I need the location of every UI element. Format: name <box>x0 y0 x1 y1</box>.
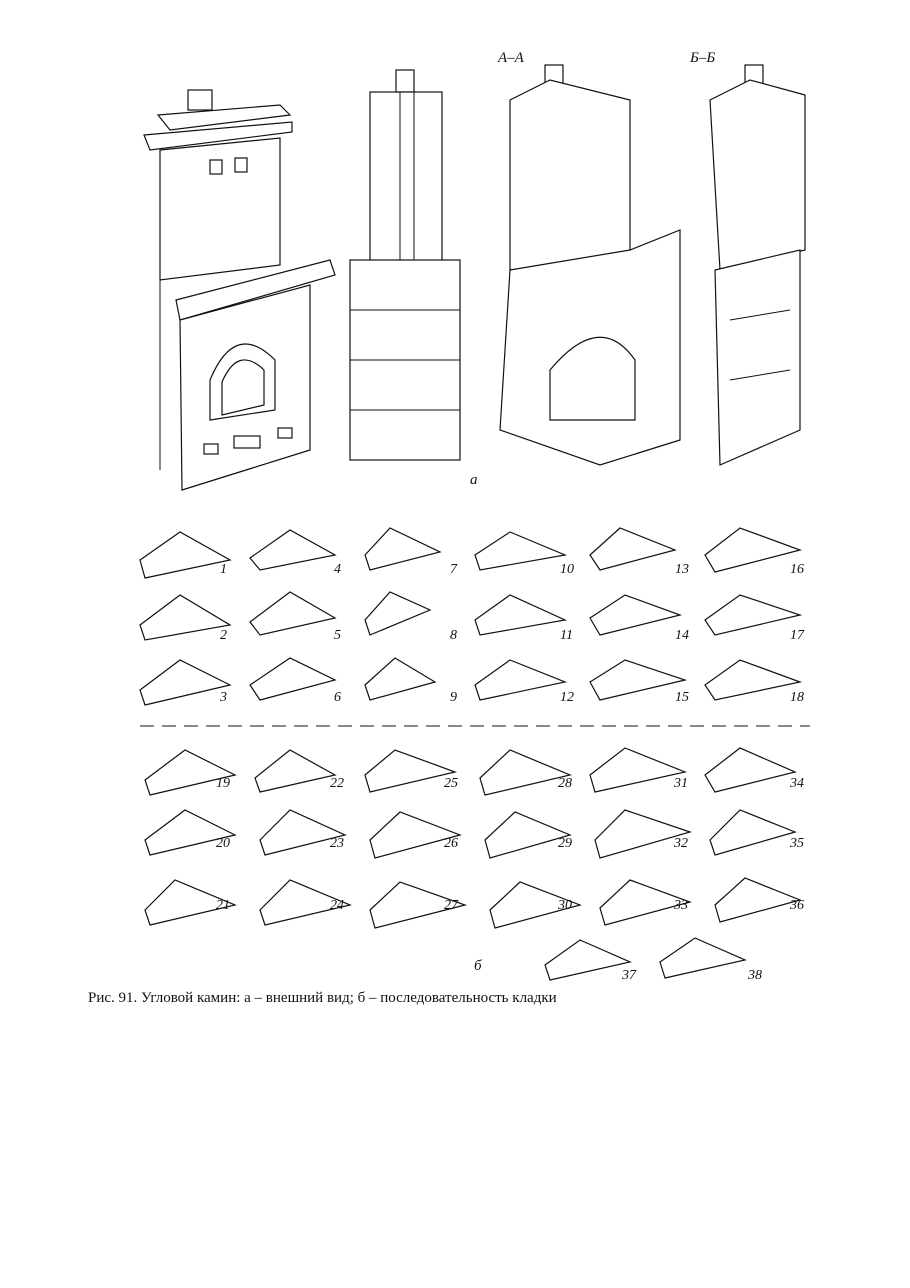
course-number: 2 <box>220 628 227 643</box>
course-number: 35 <box>790 836 804 851</box>
course-number: 17 <box>790 628 804 643</box>
course-number: 4 <box>334 562 341 577</box>
course-number: 33 <box>674 898 688 913</box>
course-number: 25 <box>444 776 458 791</box>
course-number: 7 <box>450 562 457 577</box>
course-number: 13 <box>675 562 689 577</box>
part-b-label: б <box>474 958 482 974</box>
course-number: 15 <box>675 690 689 705</box>
course-number: 23 <box>330 836 344 851</box>
course-number: 9 <box>450 690 457 705</box>
course-number: 1 <box>220 562 227 577</box>
course-number: 26 <box>444 836 458 851</box>
course-number: 10 <box>560 562 574 577</box>
fireplace-figure: А–А Б–Б а <box>130 40 820 990</box>
section-aa-drawing <box>499 64 681 466</box>
course-number: 21 <box>216 898 230 913</box>
exterior-fireplace-drawing <box>143 89 336 491</box>
masonry-courses-diagram <box>139 527 810 981</box>
section-bb-label: Б–Б <box>690 50 716 66</box>
course-number: 28 <box>558 776 572 791</box>
brick-cutaway-drawing <box>349 69 461 461</box>
course-shapes <box>139 527 810 981</box>
course-number: 8 <box>450 628 457 643</box>
course-number: 34 <box>790 776 804 791</box>
course-number: 38 <box>748 968 762 983</box>
course-number: 20 <box>216 836 230 851</box>
figure-caption: Рис. 91. Угловой камин: а – внешний вид;… <box>88 990 557 1006</box>
course-number: 29 <box>558 836 572 851</box>
course-number: 14 <box>675 628 689 643</box>
course-number: 5 <box>334 628 341 643</box>
course-number: 30 <box>558 898 572 913</box>
fireplace-exterior-view <box>143 64 806 491</box>
course-number: 11 <box>560 628 573 643</box>
course-number: 24 <box>330 898 344 913</box>
course-number: 31 <box>674 776 688 791</box>
course-number: 19 <box>216 776 230 791</box>
part-a-label: а <box>470 472 478 488</box>
course-number: 12 <box>560 690 574 705</box>
course-number: 18 <box>790 690 804 705</box>
course-number: 36 <box>790 898 804 913</box>
section-bb-drawing <box>709 64 806 466</box>
course-number: 16 <box>790 562 804 577</box>
course-number: 22 <box>330 776 344 791</box>
course-number: 3 <box>220 690 227 705</box>
course-number: 32 <box>674 836 688 851</box>
section-aa-label: А–А <box>498 50 524 66</box>
course-number: 6 <box>334 690 341 705</box>
course-number: 37 <box>622 968 636 983</box>
course-number: 27 <box>444 898 458 913</box>
